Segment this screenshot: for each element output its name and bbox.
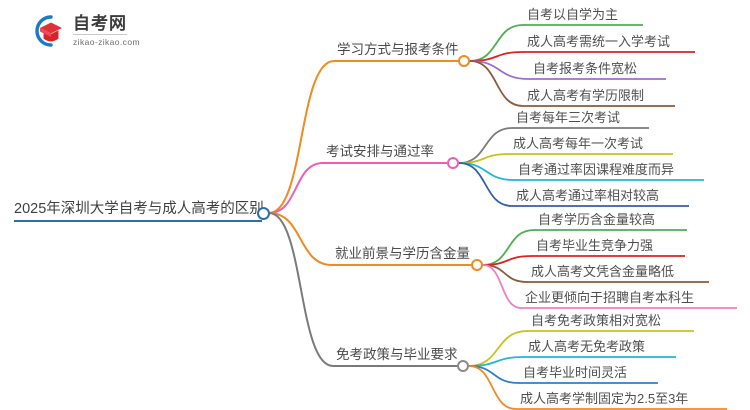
leaf-node-4-4[interactable]: 成人高考学制固定为2.5至3年 bbox=[516, 386, 727, 410]
branch-node-4[interactable]: 免考政策与毕业要求 bbox=[333, 341, 463, 367]
leaf-label: 成人高考无免考政策 bbox=[528, 339, 646, 354]
leaf-label: 企业更倾向于招聘自考本科生 bbox=[525, 290, 695, 305]
leaf-node-3-2[interactable]: 自考毕业生竞争力强 bbox=[532, 233, 685, 257]
leaf-label: 自考免考政策相对宽松 bbox=[531, 313, 662, 328]
root-underline bbox=[14, 220, 262, 222]
leaf-node-3-4[interactable]: 企业更倾向于招聘自考本科生 bbox=[521, 285, 737, 309]
branch-node-3[interactable]: 就业前景与学历含金量 bbox=[332, 240, 477, 266]
graduation-cap-icon bbox=[30, 13, 68, 49]
root-node-dot[interactable] bbox=[256, 206, 270, 220]
leaf-label: 自考毕业生竞争力强 bbox=[536, 238, 654, 253]
leaf-node-1-2[interactable]: 成人高考需统一入学考试 bbox=[523, 29, 695, 53]
leaf-node-2-1[interactable]: 自考每年三次考试 bbox=[512, 105, 649, 129]
root-node[interactable]: 2025年深圳大学自考与成人高考的区别 bbox=[14, 196, 264, 222]
leaf-node-3-3[interactable]: 成人高考文凭含金量略低 bbox=[527, 259, 709, 283]
leaf-node-1-4[interactable]: 成人高考有学历限制 bbox=[523, 83, 675, 107]
leaf-label: 自考以自学为主 bbox=[527, 7, 619, 22]
root-label: 2025年深圳大学自考与成人高考的区别 bbox=[14, 201, 264, 217]
branch-node-dot-3[interactable] bbox=[471, 259, 483, 271]
branch-node-dot-2[interactable] bbox=[447, 157, 459, 169]
leaf-label: 成人高考通过率相对较高 bbox=[516, 188, 660, 203]
leaf-label: 成人高考有学历限制 bbox=[527, 88, 645, 103]
leaf-label: 自考学历含金量较高 bbox=[538, 212, 656, 227]
branch-node-2[interactable]: 考试安排与通过率 bbox=[323, 138, 453, 164]
branch-label: 学习方式与报考条件 bbox=[337, 42, 459, 57]
leaf-node-3-1[interactable]: 自考学历含金量较高 bbox=[534, 207, 687, 231]
branch-label: 考试安排与通过率 bbox=[326, 144, 434, 159]
branch-label: 就业前景与学历含金量 bbox=[335, 246, 470, 261]
leaf-node-1-1[interactable]: 自考以自学为主 bbox=[523, 2, 643, 26]
branch-node-dot-4[interactable] bbox=[457, 360, 469, 372]
leaf-label: 自考每年三次考试 bbox=[516, 110, 621, 125]
site-logo: 自考网 zikao-zikao.com bbox=[30, 11, 175, 51]
leaf-label: 成人高考文凭含金量略低 bbox=[531, 264, 675, 279]
logo-text: 自考网 zikao-zikao.com bbox=[73, 13, 140, 48]
leaf-node-1-3[interactable]: 自考报考条件宽松 bbox=[529, 56, 666, 80]
leaf-label: 成人高考每年一次考试 bbox=[513, 136, 644, 151]
leaf-label: 自考报考条件宽松 bbox=[533, 61, 638, 76]
leaf-node-4-3[interactable]: 自考毕业时间灵活 bbox=[519, 360, 658, 384]
logo-name: 自考网 bbox=[73, 13, 127, 35]
leaf-node-2-4[interactable]: 成人高考通过率相对较高 bbox=[512, 183, 689, 207]
leaf-label: 自考通过率因课程难度而异 bbox=[518, 162, 675, 177]
leaf-label: 成人高考需统一入学考试 bbox=[527, 34, 671, 49]
leaf-node-2-2[interactable]: 成人高考每年一次考试 bbox=[509, 131, 673, 155]
leaf-node-2-3[interactable]: 自考通过率因课程难度而异 bbox=[514, 157, 704, 181]
leaf-label: 自考毕业时间灵活 bbox=[523, 365, 628, 380]
branch-label: 免考政策与毕业要求 bbox=[336, 347, 458, 362]
leaf-node-4-2[interactable]: 成人高考无免考政策 bbox=[524, 334, 676, 358]
branch-node-dot-1[interactable] bbox=[458, 55, 470, 67]
leaf-node-4-1[interactable]: 自考免考政策相对宽松 bbox=[527, 308, 694, 332]
branch-node-1[interactable]: 学习方式与报考条件 bbox=[334, 36, 464, 62]
leaf-label: 成人高考学制固定为2.5至3年 bbox=[520, 391, 689, 406]
logo-url: zikao-zikao.com bbox=[73, 36, 140, 47]
